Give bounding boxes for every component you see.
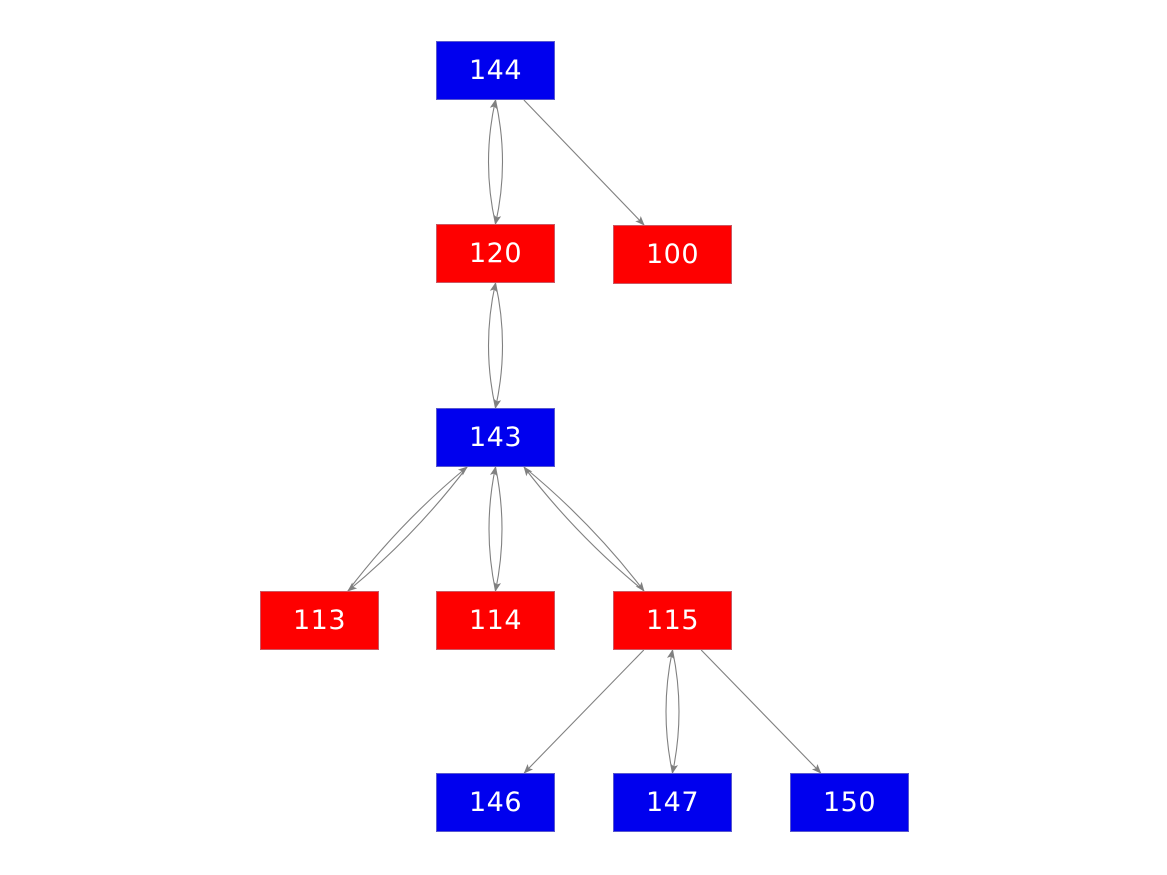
graph-edge-143-to-114: [493, 466, 503, 592]
graph-edge-115-to-147: [670, 649, 680, 774]
graph-edge-115-to-150: [700, 649, 822, 774]
graph-edge-143-to-115: [523, 466, 645, 592]
graph-node-113[interactable]: 113: [260, 591, 379, 650]
graph-node-150[interactable]: 150: [790, 773, 909, 832]
graph-node-120[interactable]: 120: [436, 224, 555, 283]
graph-node-147[interactable]: 147: [613, 773, 732, 832]
graph-node-label: 114: [468, 605, 523, 636]
graph-edge-115-to-143: [523, 466, 645, 592]
graph-edge-113-to-143: [347, 466, 468, 592]
graph-node-label: 143: [468, 422, 523, 453]
graph-node-label: 144: [468, 55, 523, 86]
graph-node-label: 120: [468, 238, 523, 269]
graph-edge-114-to-143: [488, 466, 498, 592]
graph-node-label: 146: [468, 787, 523, 818]
graph-node-100[interactable]: 100: [613, 225, 732, 284]
graph-edge-120-to-143: [493, 282, 504, 409]
graph-node-115[interactable]: 115: [613, 591, 732, 650]
graph-edge-120-to-144: [487, 99, 498, 225]
graph-edge-143-to-113: [347, 466, 468, 592]
graph-node-label: 150: [822, 787, 877, 818]
graph-edge-144-to-100: [523, 99, 645, 226]
graph-node-label: 113: [292, 605, 347, 636]
graph-node-144[interactable]: 144: [436, 41, 555, 100]
graph-edge-143-to-120: [487, 282, 498, 409]
graph-node-label: 100: [645, 239, 700, 270]
graph-node-label: 115: [645, 605, 700, 636]
graph-edge-115-to-146: [523, 649, 645, 774]
graph-node-label: 147: [645, 787, 700, 818]
graph-edge-144-to-120: [493, 99, 504, 225]
graph-node-143[interactable]: 143: [436, 408, 555, 467]
graph-edges: [347, 99, 822, 774]
graph-node-114[interactable]: 114: [436, 591, 555, 650]
graph-edge-147-to-115: [665, 649, 675, 774]
graph-node-146[interactable]: 146: [436, 773, 555, 832]
